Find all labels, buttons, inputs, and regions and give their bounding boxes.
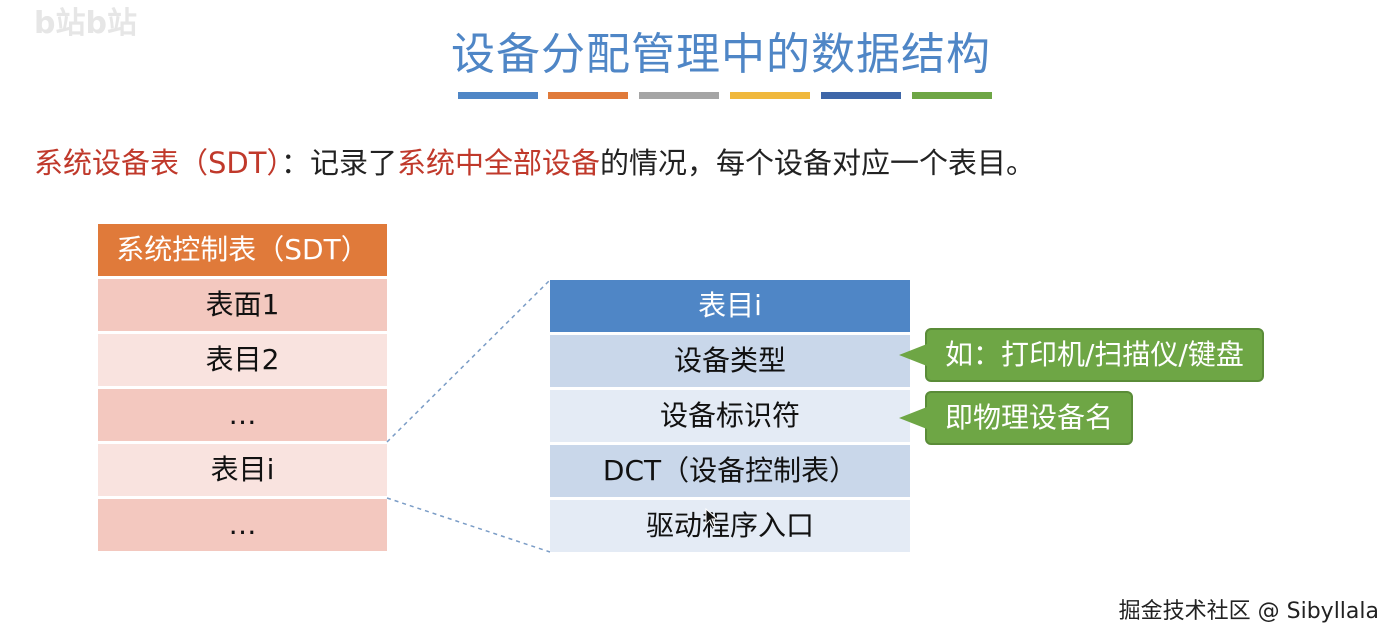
entry-row: 设备标识符 — [550, 390, 910, 442]
callout-pointer — [899, 407, 927, 429]
callout-text: 即物理设备名 — [945, 401, 1114, 434]
entry-table-header: 表目i — [550, 280, 910, 332]
entry-row: 驱动程序入口 — [550, 500, 910, 552]
slide-title: 设备分配管理中的数据结构 — [451, 29, 991, 80]
intro-colon: ：记录了 — [280, 146, 397, 180]
sdt-row: 表目i — [98, 444, 387, 496]
callout-pointer — [899, 344, 927, 366]
callout-text: 如：打印机/扫描仪/键盘 — [945, 338, 1244, 371]
sdt-row: 表面1 — [98, 279, 387, 331]
sdt-row: … — [98, 389, 387, 441]
color-bar-green — [912, 92, 992, 99]
color-bar-orange — [548, 92, 628, 99]
sdt-row: … — [98, 499, 387, 551]
color-bar-yellow — [730, 92, 810, 99]
intro-rest: 的情况，每个设备对应一个表目。 — [600, 146, 1036, 180]
intro-highlight: 系统中全部设备 — [396, 146, 600, 180]
color-bar-gray — [639, 92, 719, 99]
connector-top — [386, 279, 551, 443]
color-bar-darkblue — [821, 92, 901, 99]
watermark-logo: b站b站 — [34, 6, 137, 41]
footer-credit: 掘金技术社区 @ Sibyllala — [1118, 599, 1379, 624]
entry-row: DCT（设备控制表） — [550, 445, 910, 497]
sdt-row: 表目2 — [98, 334, 387, 386]
color-bar-blue — [458, 92, 538, 99]
entry-table: 表目i 设备类型 设备标识符 DCT（设备控制表） 驱动程序入口 — [550, 280, 910, 555]
sdt-table-header: 系统控制表（SDT） — [98, 224, 387, 276]
sdt-table: 系统控制表（SDT） 表面1 表目2 … 表目i … — [98, 224, 387, 554]
intro-term: 系统设备表（SDT） — [34, 146, 281, 180]
mouse-cursor-icon — [705, 508, 719, 528]
entry-row: 设备类型 — [550, 335, 910, 387]
connector-bottom — [386, 497, 551, 553]
callout-device-type: 如：打印机/扫描仪/键盘 — [899, 328, 1264, 382]
intro-sentence: 系统设备表（SDT）：记录了系统中全部设备的情况，每个设备对应一个表目。 — [34, 140, 1035, 182]
callout-device-id: 即物理设备名 — [899, 391, 1134, 445]
